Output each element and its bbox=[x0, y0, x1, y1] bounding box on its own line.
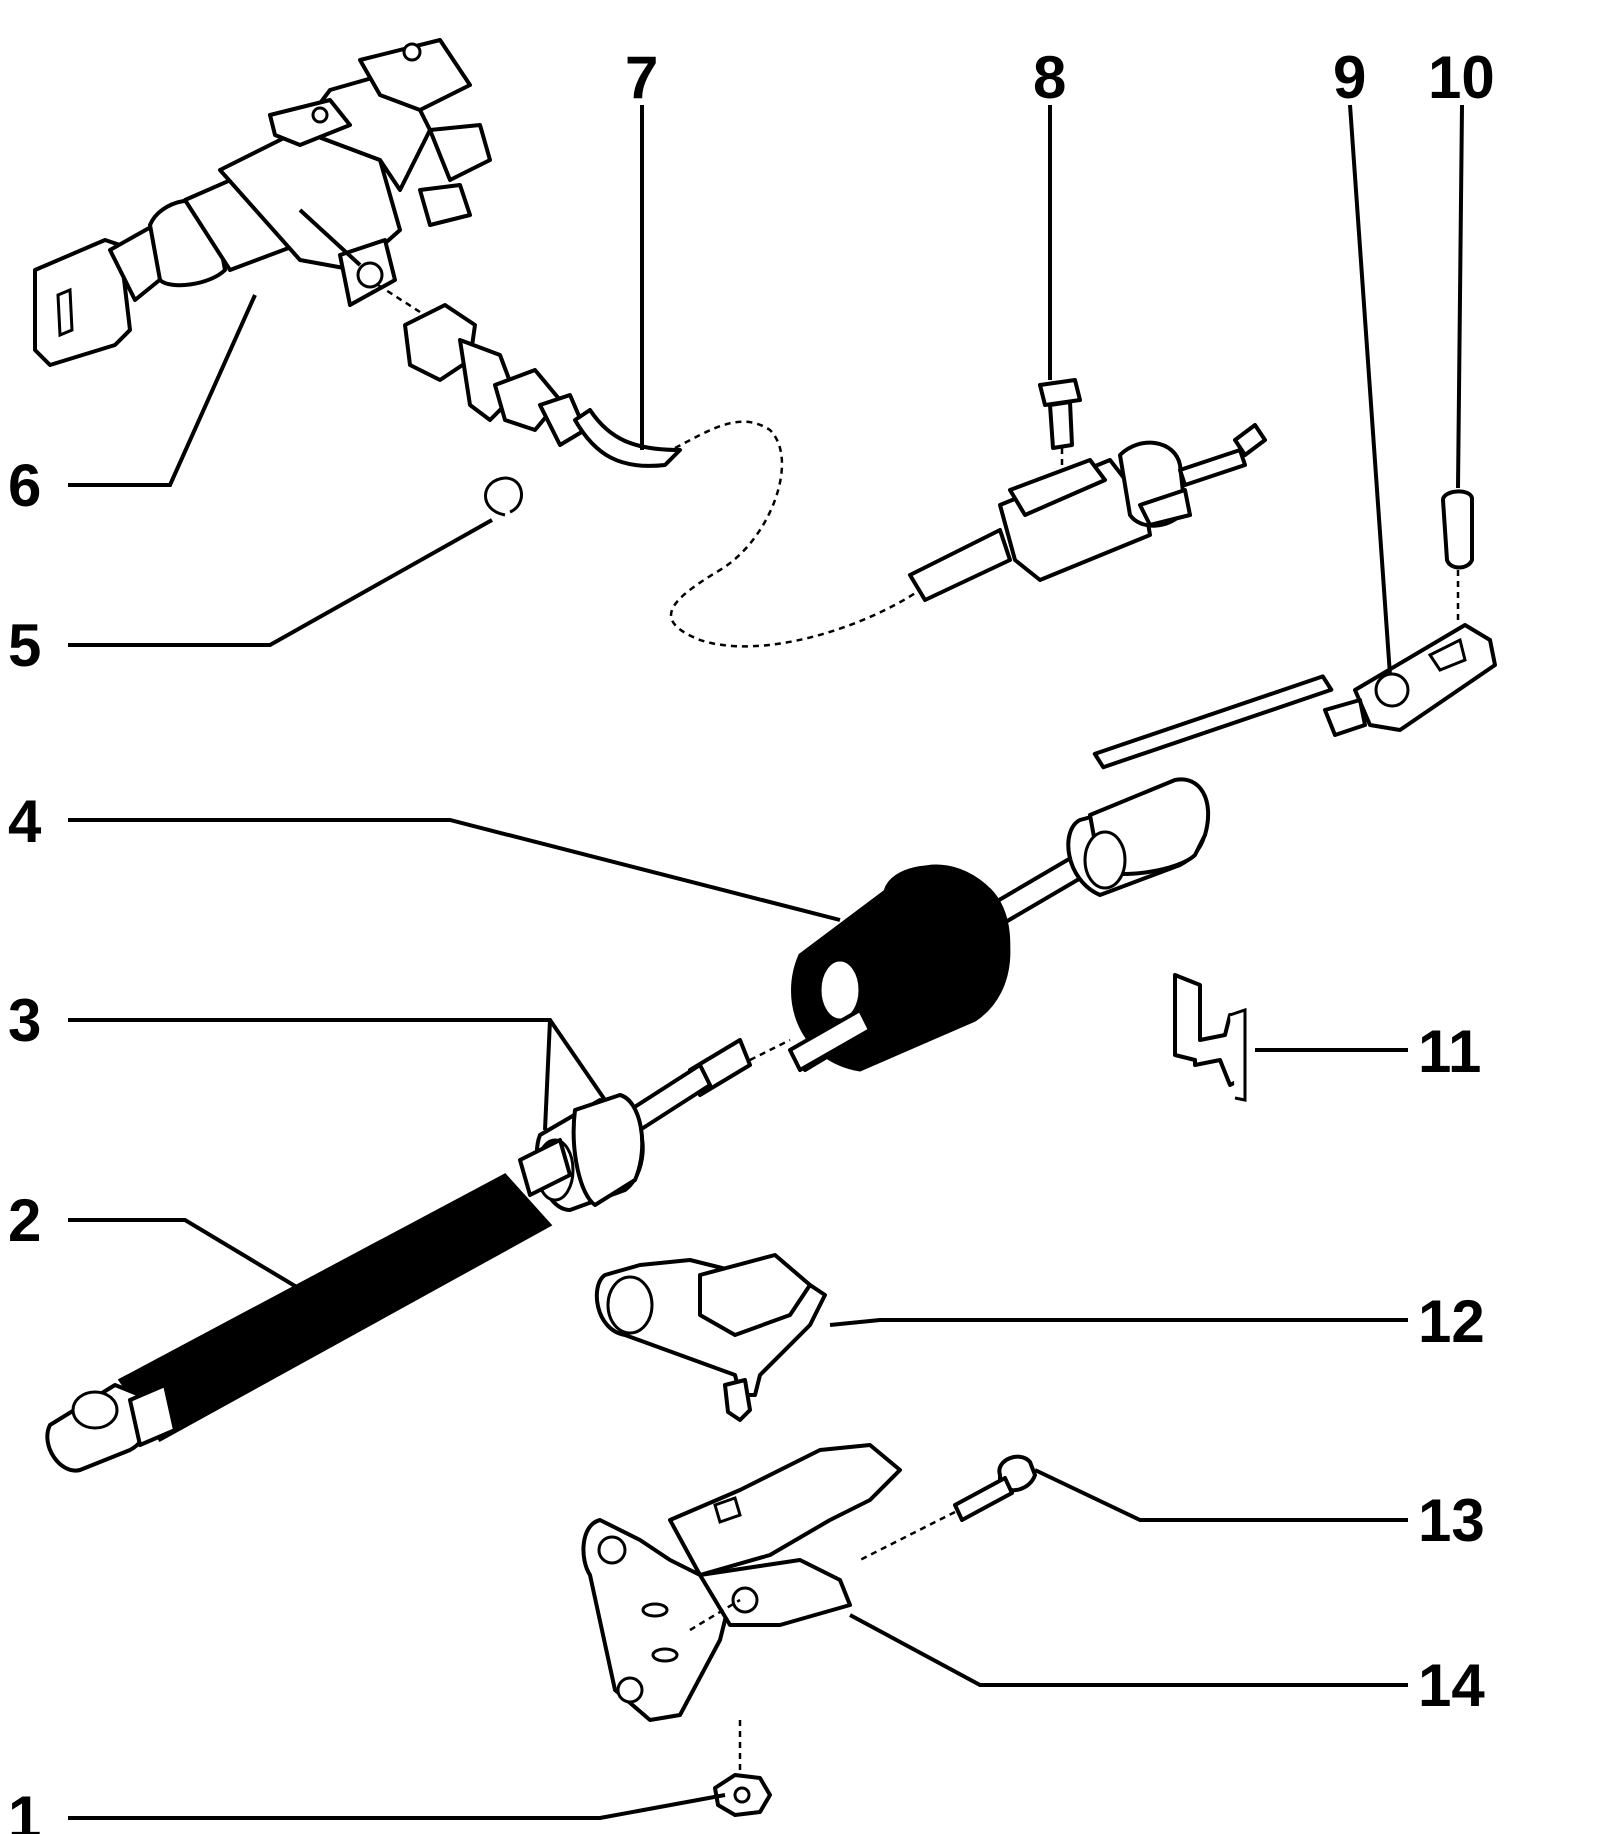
callout-9: 9 bbox=[1333, 44, 1366, 111]
leader-1 bbox=[68, 1793, 726, 1820]
damper-part bbox=[518, 1093, 645, 1212]
rubber-grommet-part bbox=[788, 864, 1011, 1072]
leader-14 bbox=[849, 1613, 1408, 1687]
outer-cable-sheath-part bbox=[45, 1173, 553, 1473]
callout-2: 2 bbox=[8, 1187, 41, 1254]
leader-2 bbox=[68, 1218, 312, 1297]
leader-3b bbox=[543, 1019, 552, 1131]
leader-lines bbox=[68, 104, 1464, 1820]
callout-10: 10 bbox=[1428, 44, 1495, 111]
leader-13 bbox=[1034, 1468, 1408, 1522]
ignition-lock-part bbox=[33, 38, 492, 367]
bolt-part bbox=[859, 1454, 1037, 1562]
ignition-cable-part bbox=[377, 283, 921, 648]
cable-end-fitting-part bbox=[1323, 489, 1497, 737]
leader-5 bbox=[68, 518, 493, 647]
mounting-bracket-part bbox=[581, 1443, 902, 1780]
callout-3: 3 bbox=[8, 987, 41, 1054]
selector-switch-part bbox=[908, 378, 1267, 602]
leader-9 bbox=[1348, 104, 1392, 676]
callout-14: 14 bbox=[1418, 1652, 1485, 1719]
ring-clip-part bbox=[484, 476, 523, 517]
bracket-part bbox=[594, 1253, 827, 1422]
cable-bushing-upper bbox=[1066, 777, 1211, 897]
callout-numbers: 1 2 3 4 5 6 7 8 9 10 11 12 13 14 bbox=[8, 44, 1495, 1834]
callout-1: 1 bbox=[8, 1784, 41, 1834]
leader-3 bbox=[68, 1018, 607, 1102]
callout-4: 4 bbox=[8, 788, 42, 855]
retaining-clip-part bbox=[1173, 973, 1247, 1102]
leader-6 bbox=[68, 294, 257, 487]
callout-5: 5 bbox=[8, 612, 41, 679]
nut-part bbox=[713, 1773, 772, 1817]
callout-7: 7 bbox=[625, 44, 658, 111]
callout-13: 13 bbox=[1418, 1487, 1485, 1554]
leader-10 bbox=[1456, 104, 1464, 489]
callout-6: 6 bbox=[8, 452, 41, 519]
leader-4 bbox=[68, 818, 841, 922]
leader-12 bbox=[829, 1318, 1408, 1327]
callout-8: 8 bbox=[1033, 44, 1066, 111]
callout-12: 12 bbox=[1418, 1288, 1485, 1355]
callout-11: 11 bbox=[1418, 1018, 1481, 1085]
